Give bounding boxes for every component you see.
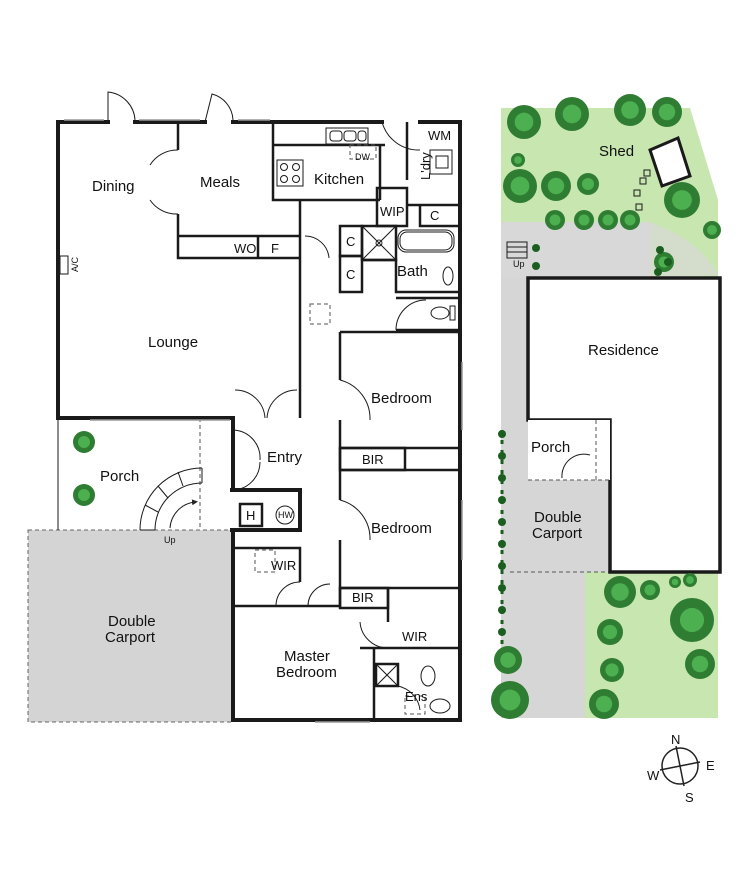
shrub-icon bbox=[498, 430, 506, 438]
shrub-icon bbox=[498, 606, 506, 614]
tree-icon bbox=[614, 94, 646, 126]
tree-icon bbox=[670, 598, 714, 642]
site-label-carport-line1: Double bbox=[534, 509, 582, 526]
tree-icon bbox=[494, 646, 522, 674]
tree-icon bbox=[685, 649, 715, 679]
label-c3: C bbox=[346, 267, 355, 282]
label-up: Up bbox=[164, 535, 176, 545]
carport-area bbox=[27, 529, 234, 723]
tree-icon bbox=[577, 173, 599, 195]
tree-icon bbox=[598, 210, 618, 230]
shrub-icon bbox=[532, 244, 540, 252]
site-label-up: Up bbox=[513, 259, 525, 269]
compass-s: S bbox=[685, 790, 694, 805]
tree-icon bbox=[640, 580, 660, 600]
label-ens: Ens bbox=[405, 689, 428, 704]
site-label-shed: Shed bbox=[599, 143, 634, 160]
tree-icon bbox=[503, 169, 537, 203]
compass-w: W bbox=[647, 768, 660, 783]
tree-icon bbox=[703, 221, 721, 239]
shrub-icon bbox=[498, 628, 506, 636]
shrub-icon bbox=[664, 258, 672, 266]
tree-icon bbox=[73, 431, 95, 453]
label-wir-2: WIR bbox=[402, 629, 427, 644]
room-label-master-line1: Master bbox=[284, 648, 330, 665]
label-c2: C bbox=[346, 234, 355, 249]
site-plan: Shed Up Residence Porch Double Carport bbox=[491, 94, 722, 719]
site-label-porch: Porch bbox=[531, 439, 570, 456]
label-f: F bbox=[271, 241, 279, 256]
tree-icon bbox=[652, 97, 682, 127]
site-label-residence: Residence bbox=[588, 342, 659, 359]
label-h: H bbox=[246, 508, 255, 523]
room-label-bath: Bath bbox=[397, 263, 428, 280]
label-ac: A/C bbox=[70, 256, 80, 272]
tree-icon bbox=[669, 576, 681, 588]
tree-icon bbox=[683, 573, 697, 587]
shrub-icon bbox=[498, 562, 506, 570]
floor-plan: Dining Meals Kitchen L'dry WM DW WIP C C… bbox=[27, 91, 463, 723]
label-wo: WO bbox=[234, 241, 256, 256]
tree-icon bbox=[555, 97, 589, 131]
tree-icon bbox=[600, 658, 624, 682]
label-bir-1: BIR bbox=[362, 452, 384, 467]
room-label-bedroom-1: Bedroom bbox=[371, 390, 432, 407]
tree-icon bbox=[73, 484, 95, 506]
compass-icon: N E S W bbox=[647, 732, 715, 805]
tree-icon bbox=[574, 210, 594, 230]
room-label-porch: Porch bbox=[100, 468, 139, 485]
label-wm: WM bbox=[428, 128, 451, 143]
compass-e: E bbox=[706, 758, 715, 773]
tree-icon bbox=[545, 210, 565, 230]
room-label-kitchen: Kitchen bbox=[314, 171, 364, 188]
room-label-dining: Dining bbox=[92, 178, 135, 195]
room-label-carport-line2: Carport bbox=[105, 629, 156, 646]
room-label-meals: Meals bbox=[200, 174, 240, 191]
shrub-icon bbox=[498, 496, 506, 504]
tree-icon bbox=[664, 182, 700, 218]
shrub-icon bbox=[498, 474, 506, 482]
room-label-bedroom-2: Bedroom bbox=[371, 520, 432, 537]
shrub-icon bbox=[498, 584, 506, 592]
label-bir-2: BIR bbox=[352, 590, 374, 605]
label-hw: HW bbox=[278, 510, 293, 520]
tree-icon bbox=[620, 210, 640, 230]
room-label-master-line2: Bedroom bbox=[276, 664, 337, 681]
tree-icon bbox=[597, 619, 623, 645]
label-wir-1: WIR bbox=[271, 558, 296, 573]
tree-icon bbox=[507, 105, 541, 139]
tree-icon bbox=[589, 689, 619, 719]
shrub-icon bbox=[656, 246, 664, 254]
room-label-carport-line1: Double bbox=[108, 613, 156, 630]
tree-icon bbox=[491, 681, 529, 719]
shrub-icon bbox=[532, 262, 540, 270]
label-c1: C bbox=[430, 208, 439, 223]
label-dw: DW bbox=[355, 152, 370, 162]
tree-icon bbox=[541, 171, 571, 201]
room-label-lounge: Lounge bbox=[148, 334, 198, 351]
tree-icon bbox=[604, 576, 636, 608]
shrub-icon bbox=[498, 540, 506, 548]
shrub-icon bbox=[498, 452, 506, 460]
shrub-icon bbox=[498, 518, 506, 526]
site-label-carport-line2: Carport bbox=[532, 525, 583, 542]
tree-icon bbox=[511, 153, 525, 167]
room-label-laundry: L'dry bbox=[418, 152, 433, 180]
shrub-icon bbox=[654, 268, 662, 276]
room-label-entry: Entry bbox=[267, 449, 303, 466]
label-wip: WIP bbox=[380, 204, 405, 219]
compass-n: N bbox=[671, 732, 680, 747]
